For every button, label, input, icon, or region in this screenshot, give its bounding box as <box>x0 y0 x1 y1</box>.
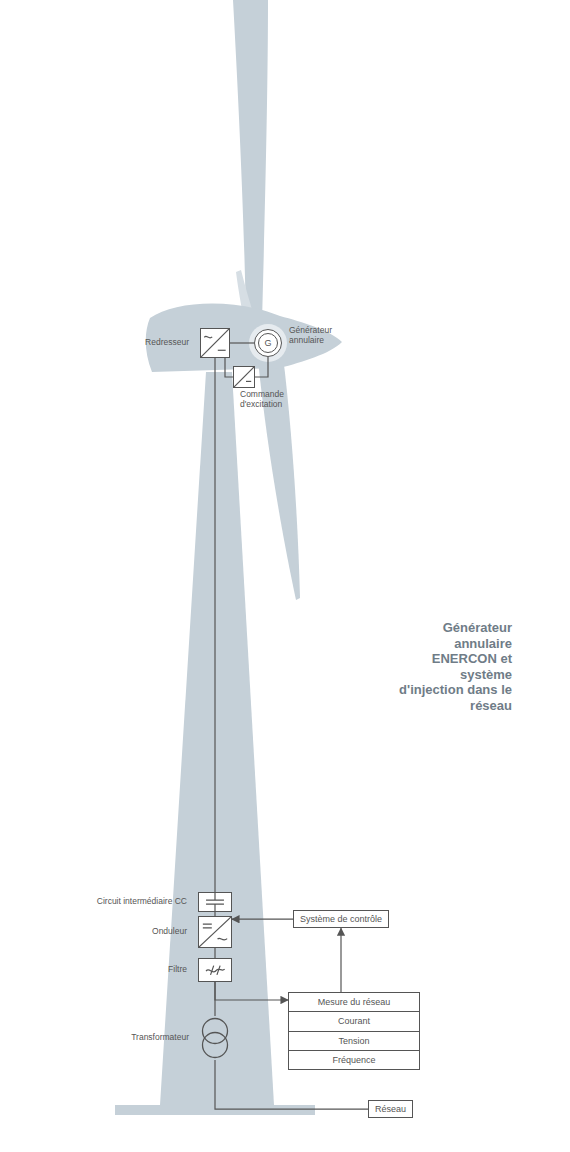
node-text: Commande d'excitation <box>240 390 302 410</box>
symbol-stroke <box>204 336 212 338</box>
node-text: Système de contrôle <box>294 911 388 927</box>
connector-line <box>255 357 268 377</box>
symbol-stroke <box>246 381 251 382</box>
node-text: Onduleur <box>152 927 187 937</box>
control-box: Système de contrôle <box>293 910 389 928</box>
node-text: Fréquence <box>289 1051 419 1069</box>
node-text: Circuit intermédiaire CC <box>97 897 187 907</box>
rectifier-box: Redresseur <box>200 328 230 358</box>
connector-line <box>340 928 341 992</box>
dc-link-box: Circuit intermédiaire CC <box>198 892 232 912</box>
symbol-stroke <box>218 350 226 351</box>
component-symbol <box>199 917 231 947</box>
symbol-stroke <box>199 917 231 947</box>
node-text: Filtre <box>168 965 187 975</box>
node-text: G <box>255 338 281 348</box>
diagram-title: Générateur annulaire ENERCON et système … <box>398 620 512 714</box>
generator-circle: GGénérateur annulaire <box>254 329 282 357</box>
node-text: Transformateur <box>131 1033 189 1043</box>
symbol-stroke <box>203 924 212 928</box>
grid-box: Réseau <box>368 1100 413 1118</box>
node-text: Réseau <box>369 1101 412 1117</box>
node-text: Redresseur <box>145 338 189 348</box>
symbol-stroke <box>211 966 221 975</box>
component-symbol <box>199 959 231 981</box>
symbol-stroke <box>206 893 224 911</box>
node-text: Courant <box>289 1012 419 1031</box>
connector-line <box>214 358 215 892</box>
hub <box>249 324 287 362</box>
symbol-stroke <box>201 329 229 357</box>
connector-line <box>230 342 254 343</box>
tower <box>160 372 274 1105</box>
measurement-table: Mesure du réseauCourantTensionFréquence <box>288 992 420 1070</box>
symbol-stroke <box>234 367 254 387</box>
node-text: Mesure du réseau <box>289 993 419 1012</box>
component-symbol <box>234 367 254 387</box>
symbol-stroke <box>218 938 228 940</box>
transformer-winding <box>203 1019 228 1044</box>
node-text: Générateur annulaire <box>289 326 351 346</box>
connector-line <box>225 358 233 377</box>
excitation-box: Commande d'excitation <box>233 366 255 388</box>
transformer-winding <box>203 1033 228 1058</box>
connector-line <box>215 982 288 1000</box>
transformer: Transformateur <box>201 1016 229 1060</box>
node-text: Tension <box>289 1032 419 1051</box>
filter-box: Filtre <box>198 958 232 982</box>
component-symbol <box>201 329 229 357</box>
connector-line <box>214 948 215 958</box>
transformer-symbol <box>201 1016 229 1060</box>
component-symbol <box>199 893 231 911</box>
symbol-stroke <box>206 969 225 972</box>
connector-line <box>232 919 293 920</box>
inverter-box: Onduleur <box>198 916 232 948</box>
